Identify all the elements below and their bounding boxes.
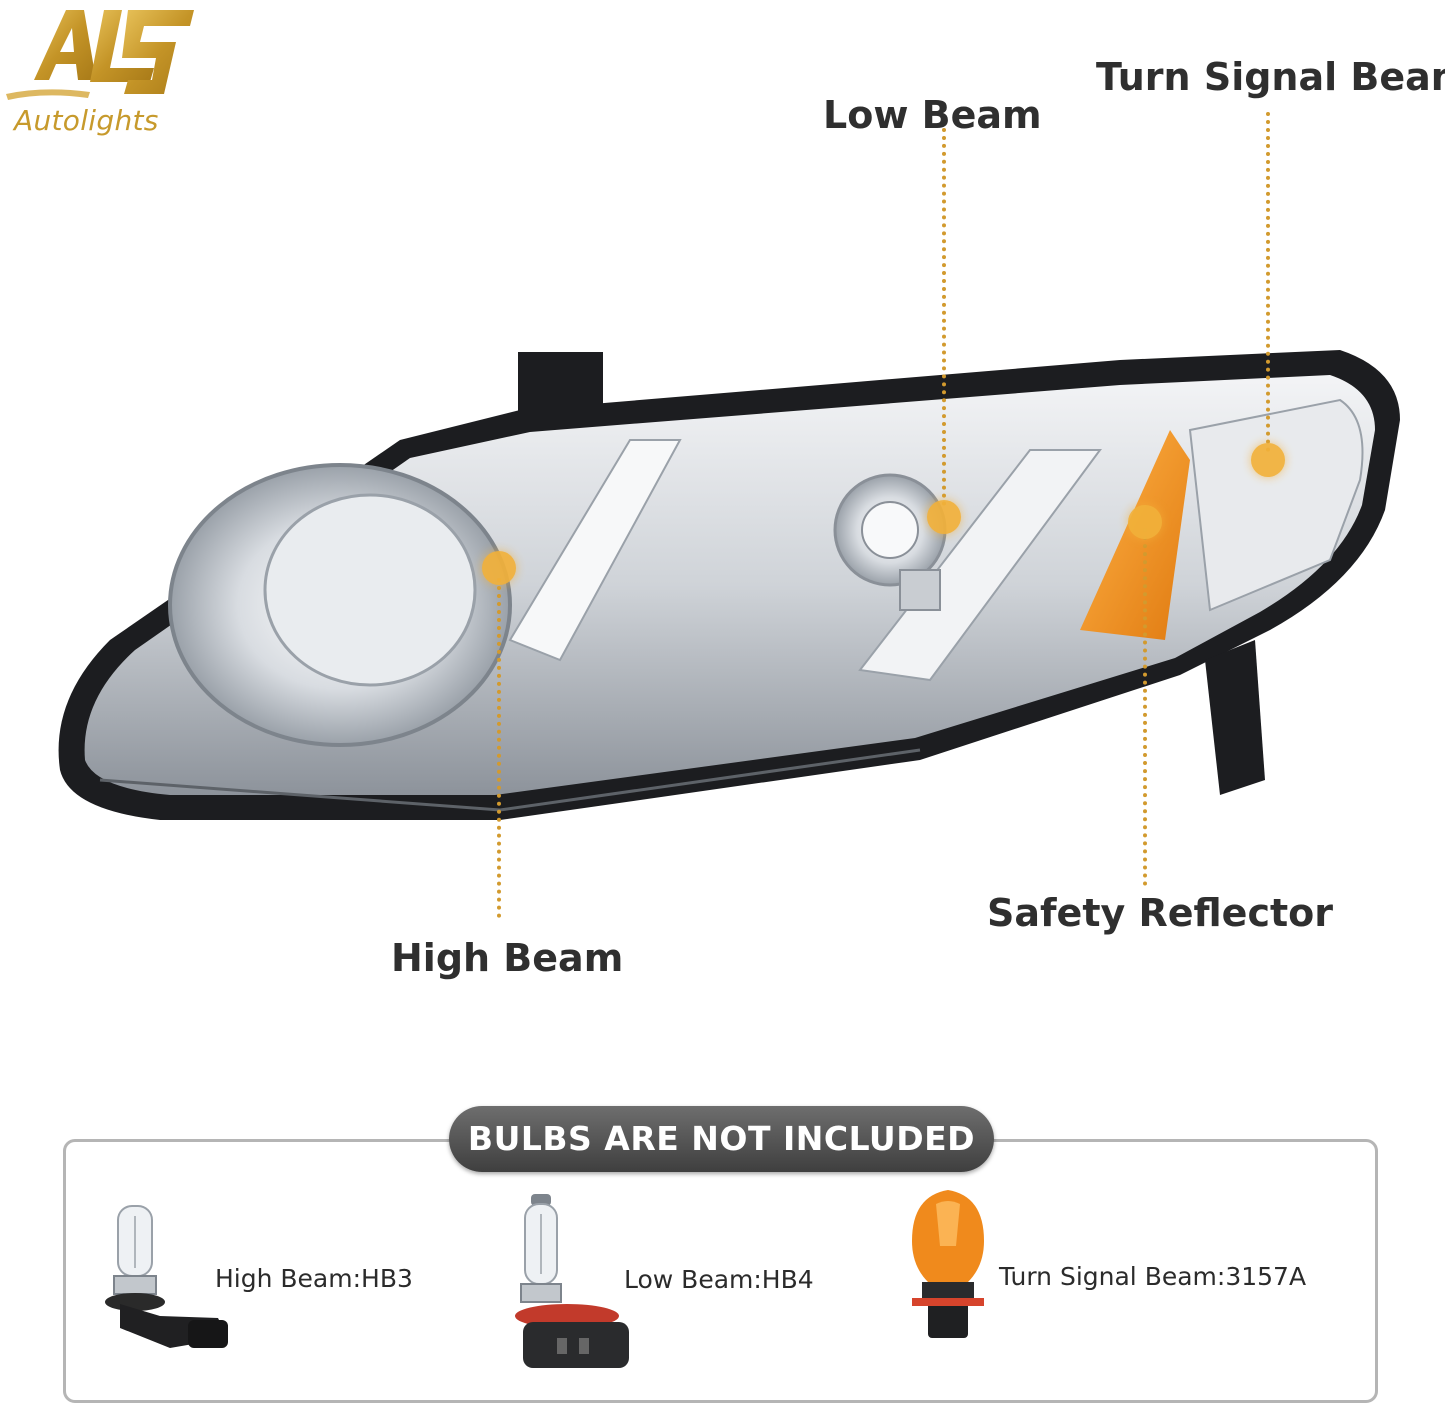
hb3-bulb-icon: [105, 1205, 228, 1348]
high-beam-callout: High Beam: [391, 936, 624, 980]
turn-signal-leader-line: [1266, 112, 1270, 452]
turn-signal-beam-callout: Turn Signal Beam: [1096, 55, 1445, 99]
bulbs-panel: [63, 1139, 1378, 1403]
hb4-bulb-label: Low Beam:HB4: [624, 1265, 814, 1294]
3157a-bulb-label: Turn Signal Beam:3157A: [999, 1262, 1307, 1291]
high-beam-leader-line: [497, 578, 501, 918]
safety-reflector-marker: [1128, 505, 1162, 539]
al-logo-mark-icon: [6, 10, 194, 100]
low-beam-leader-line: [942, 128, 946, 506]
headlight-assembly-image: [58, 350, 1401, 820]
safety-reflector-leader-line: [1143, 528, 1147, 886]
low-beam-callout: Low Beam: [823, 93, 1042, 137]
low-beam-marker: [927, 500, 961, 534]
brand-name: Autolights: [14, 104, 159, 137]
safety-reflector-callout: Safety Reflector: [987, 891, 1333, 935]
hb4-bulb-icon: [515, 1194, 629, 1368]
hb3-bulb-label: High Beam:HB3: [215, 1264, 413, 1293]
high-beam-marker: [482, 551, 516, 585]
3157a-bulb-icon: [912, 1190, 984, 1338]
brand-logo: Autolights: [4, 2, 204, 142]
turn-signal-marker: [1251, 443, 1285, 477]
bulbs-not-included-badge: BULBS ARE NOT INCLUDED: [449, 1106, 994, 1172]
